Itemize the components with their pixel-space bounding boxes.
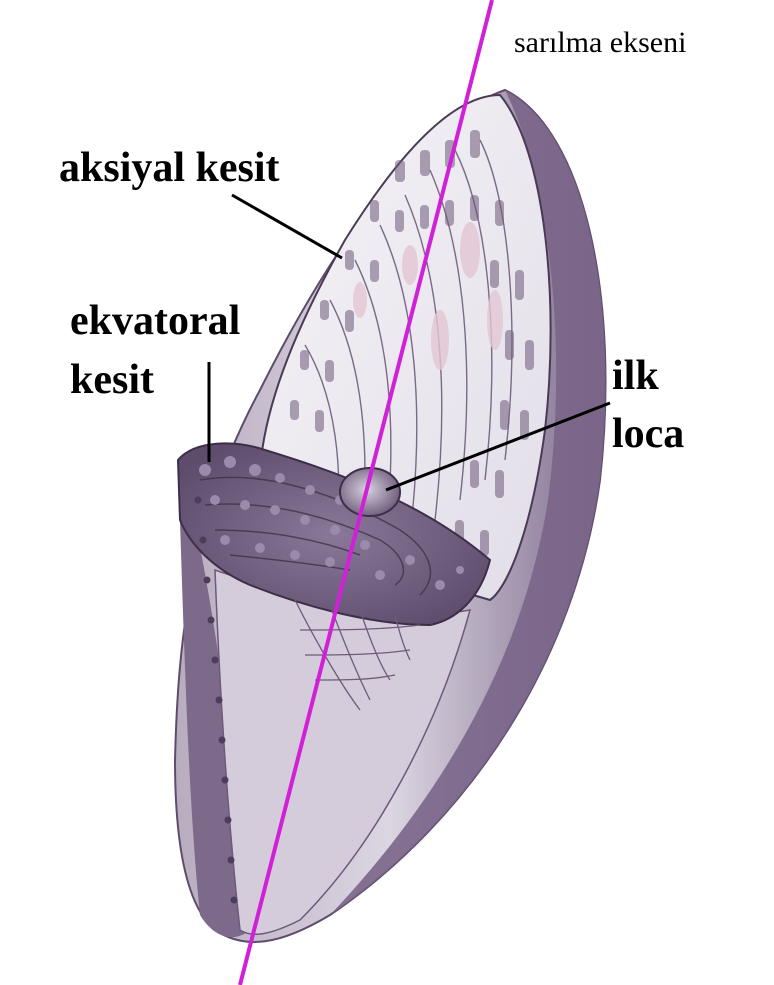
first-chamber-label-line2: loca [612, 410, 684, 458]
axial-section-label: aksiyal kesit [59, 144, 280, 192]
coiling-axis-label: sarılma ekseni [514, 26, 686, 61]
equatorial-section-label-line2: kesit [70, 356, 154, 404]
first-chamber-label-line1: ilk [612, 352, 659, 400]
equatorial-section-label-line1: ekvatoral [70, 297, 240, 345]
leader-axial [232, 195, 342, 258]
